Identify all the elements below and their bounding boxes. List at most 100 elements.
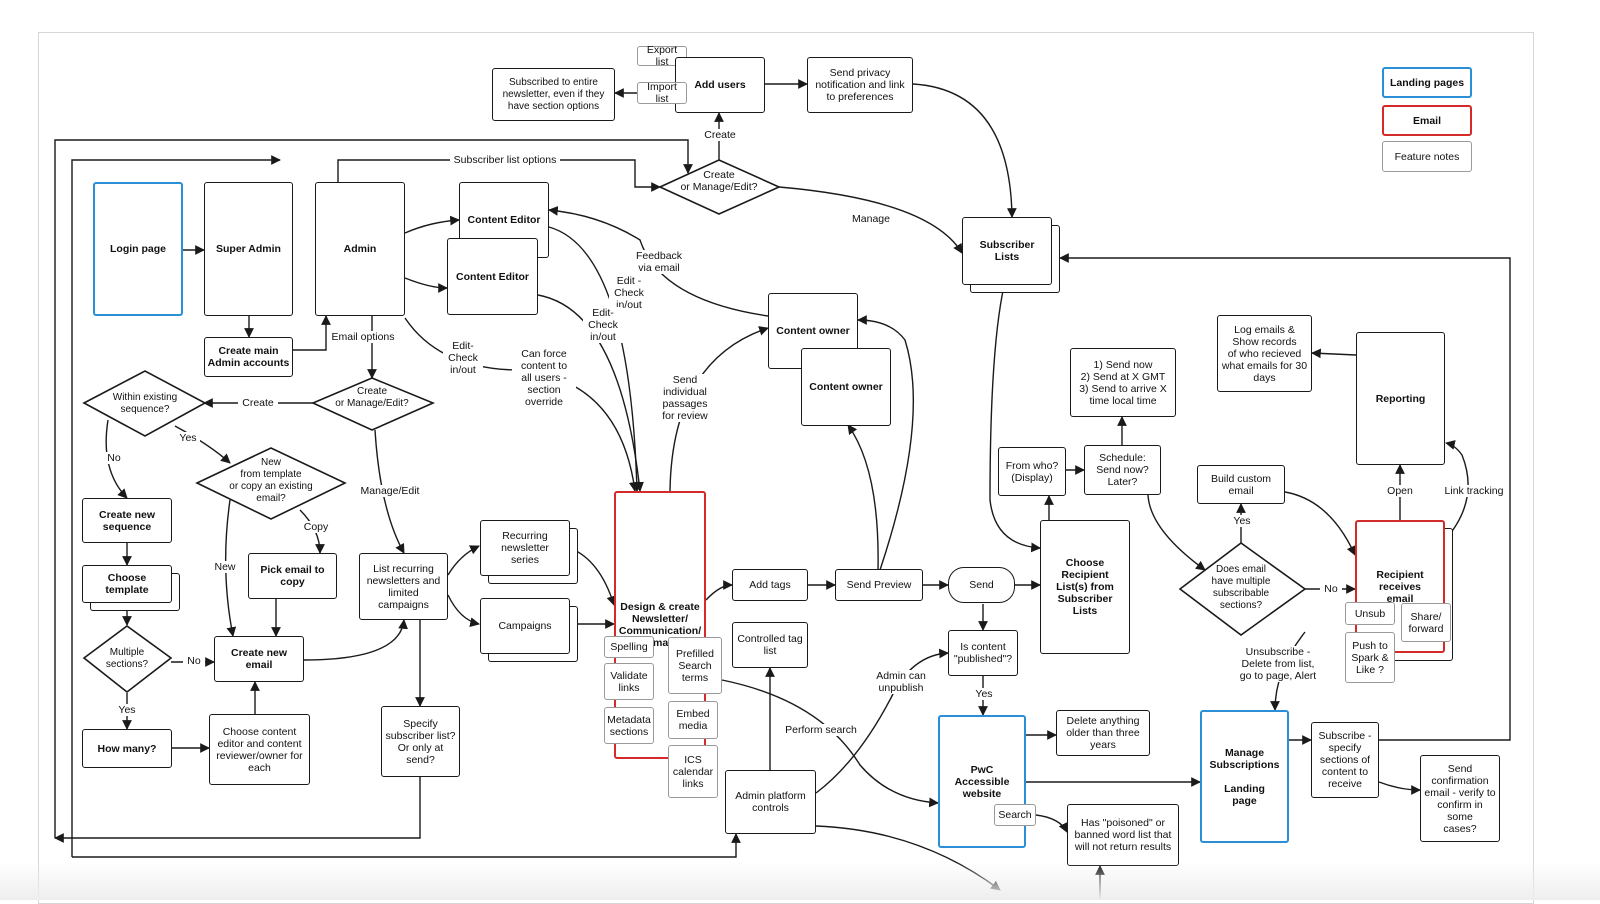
edge [337, 159, 661, 192]
metadata-sections-node: Metadata sections [604, 707, 654, 744]
how-many-node: How many? [82, 729, 172, 768]
log-emails-node: Log emails & Show records of who recieve… [1217, 315, 1312, 392]
subscribe-specify-node: Subscribe - specify sections of content … [1311, 722, 1379, 798]
edge [1444, 440, 1469, 541]
manage-subscriptions-node: Manage Subscriptions Landing page [1200, 710, 1289, 843]
edge [404, 277, 448, 293]
share-forward-node: Share/ forward [1401, 603, 1451, 642]
pwc-website-node: PwC Accessible website [938, 715, 1026, 848]
schedule-node: Schedule: Send now? Later? [1084, 445, 1161, 495]
label-perform-search: Perform search [780, 724, 862, 736]
build-custom-node: Build custom email [1197, 465, 1285, 504]
diamond-new-from-template-label: New from template or copy an existing em… [229, 457, 313, 504]
edge [778, 186, 963, 254]
prefilled-search-node: Prefilled Search terms [668, 637, 722, 694]
send-preview-node: Send Preview [835, 569, 923, 601]
label-create-left: Create [238, 397, 278, 409]
label-no-3: No [1320, 583, 1342, 595]
edge [447, 594, 480, 627]
edge [54, 139, 693, 838]
diamond-within-sequence-label: Within existing sequence? [112, 392, 178, 415]
super-admin-node: Super Admin [204, 182, 293, 316]
label-subscriber-list-options: Subscriber list options [450, 154, 560, 166]
delete-older-node: Delete anything older than three years [1056, 710, 1150, 756]
search-node: Search [994, 804, 1036, 826]
label-yes-4: Yes [1229, 515, 1255, 527]
edge [857, 315, 915, 571]
content-owner-node-2: Content owner [801, 348, 891, 426]
edge [989, 285, 1041, 553]
edge [71, 155, 281, 857]
edge [174, 425, 231, 464]
edge [569, 547, 617, 606]
label-yes-1: Yes [176, 432, 200, 444]
create-main-admin-node: Create main Admin accounts [204, 337, 293, 377]
legend-email: Email [1382, 105, 1472, 136]
import-list-node: Import list [637, 81, 687, 105]
label-copy: Copy [301, 521, 331, 533]
label-feedback: Feedback via email [628, 250, 690, 274]
label-no-1: No [102, 452, 126, 464]
edge [447, 545, 480, 576]
login-page-node: Login page [93, 182, 183, 316]
label-send-individual: Send individual passages for review [656, 374, 714, 422]
edge [293, 315, 331, 351]
reporting-node: Reporting [1356, 332, 1445, 465]
poisoned-node: Has "poisoned" or banned word list that … [1067, 804, 1179, 866]
edge [705, 580, 733, 601]
push-spark-node: Push to Spark & Like ? [1345, 632, 1395, 683]
legend-feature-notes: Feature notes [1382, 141, 1472, 172]
edge [1147, 494, 1206, 571]
subscriber-lists-node: Subscriber Lists [962, 217, 1052, 285]
edge [537, 294, 644, 492]
label-unsubscribe-note: Unsubscribe - Delete from list, go to pa… [1236, 646, 1320, 682]
edge [54, 777, 421, 843]
label-can-force: Can force content to all users - section… [512, 348, 576, 408]
send-privacy-node: Send privacy notification and link to pr… [807, 57, 913, 113]
edge [847, 424, 879, 571]
controlled-tag-node: Controlled tag list [732, 622, 808, 668]
label-create-top: Create [700, 129, 740, 141]
label-edit-checkout-2: Edit- Check in/out [583, 307, 623, 343]
label-yes-3: Yes [971, 688, 997, 700]
add-users-node: Add users [675, 57, 765, 113]
label-manage-edit: Manage/Edit [356, 485, 424, 497]
diamond-does-email [1178, 542, 1307, 636]
label-no-2: No [183, 655, 205, 667]
label-edit-checkout-1: Edit - Check in/out [609, 275, 649, 311]
create-new-email-node: Create new email [214, 636, 304, 682]
pick-email-node: Pick email to copy [248, 553, 337, 599]
list-recurring-node: List recurring newsletters and limited c… [359, 553, 448, 620]
legend-landing-pages: Landing pages [1382, 67, 1472, 98]
diamond-create-manage-left-label: Create or Manage/Edit? [335, 386, 409, 409]
embed-media-node: Embed media [668, 701, 718, 739]
edge [374, 429, 405, 554]
label-link-tracking: Link tracking [1441, 485, 1507, 497]
edge [815, 648, 949, 794]
bottom-fade [0, 862, 1600, 900]
choose-template-node: Choose template [82, 565, 172, 603]
diamond-new-from-template [195, 447, 347, 520]
unsub-node: Unsub [1345, 602, 1395, 625]
ics-links-node: ICS calendar links [668, 745, 718, 798]
send-node: Send [948, 567, 1015, 603]
choose-recipient-node: Choose Recipient List(s) from Subscriber… [1040, 520, 1130, 654]
diamond-create-manage-top-label: Create or Manage/Edit? [680, 169, 758, 193]
spelling-node: Spelling [604, 636, 654, 658]
subscribed-note-node: Subscribed to entire newsletter, even if… [492, 68, 615, 121]
content-editor-node-2: Content Editor [447, 238, 538, 315]
edge [721, 679, 939, 808]
label-open: Open [1384, 485, 1416, 497]
edge [303, 619, 408, 661]
choose-content-editor-node: Choose content editor and content review… [209, 714, 310, 785]
diamond-create-manage-top [658, 159, 781, 215]
label-edit-checkout-3: Edit- Check in/out [443, 340, 483, 376]
campaigns-node: Campaigns [480, 598, 570, 654]
create-new-sequence-node: Create new sequence [82, 498, 172, 543]
specify-subscriber-node: Specify subscriber list? Or only at send… [381, 706, 460, 777]
edge [404, 215, 460, 234]
from-who-node: From who? (Display) [998, 447, 1066, 496]
edge [1378, 781, 1421, 795]
label-admin-unpublish: Admin can unpublish [872, 670, 930, 694]
add-tags-node: Add tags [732, 569, 808, 601]
